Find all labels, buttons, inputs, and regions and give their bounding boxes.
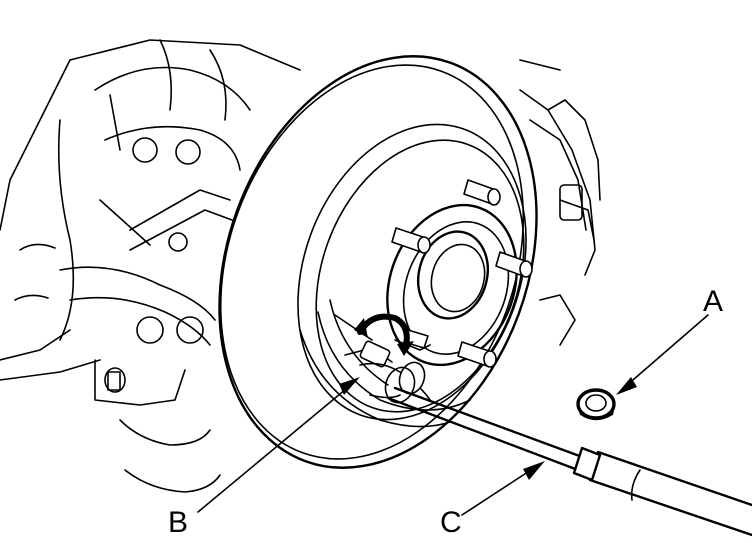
- brake-disc: [218, 55, 538, 469]
- knuckle-bolt-holes: [104, 137, 204, 393]
- wheel-stud: [457, 341, 497, 368]
- adjuster-mechanism: [334, 314, 431, 404]
- rotation-arrow: [354, 313, 414, 356]
- wheel-stud: [495, 251, 533, 278]
- callout-label-c: C: [440, 506, 462, 538]
- wheel-stud: [391, 227, 431, 254]
- knuckle-assembly: [0, 39, 301, 493]
- callout-label-b: B: [168, 506, 188, 538]
- leader-line-b: [197, 377, 360, 513]
- hub: [386, 203, 518, 367]
- adjusting-tool: [386, 386, 752, 537]
- parking-brake-shoe: [299, 299, 471, 428]
- callout-label-a: A: [703, 285, 723, 318]
- rubber-plug: [576, 388, 616, 421]
- leader-line-a: [616, 314, 709, 395]
- wheel-stud: [463, 179, 501, 206]
- wheel-studs: [391, 179, 533, 368]
- caliper-bracket: [519, 59, 601, 346]
- leader-line-c: [461, 461, 545, 516]
